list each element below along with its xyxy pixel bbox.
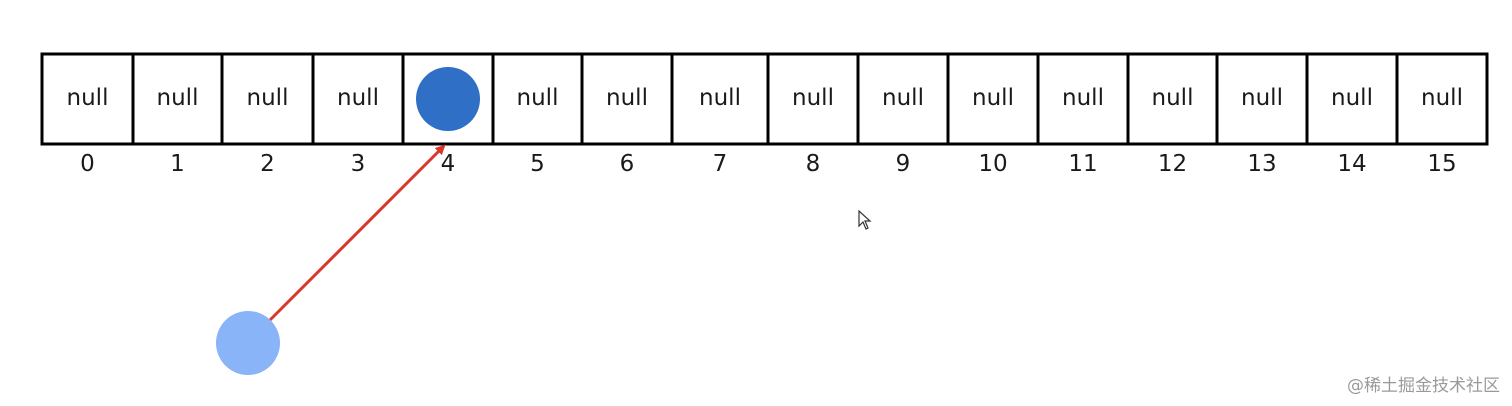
cell-value: null [1062, 85, 1104, 111]
cell-value: null [1241, 85, 1283, 111]
cell-index: 15 [1427, 151, 1456, 177]
cell-index: 2 [260, 151, 275, 177]
cell-value: null [972, 85, 1014, 111]
array-cell [401, 52, 495, 146]
cell-box [580, 52, 674, 146]
cell-box [220, 52, 315, 146]
cell-value: null [1331, 85, 1373, 111]
cell-index: 9 [896, 151, 911, 177]
cell-box [856, 52, 950, 146]
array-cell: null [1036, 52, 1130, 146]
cell-index: 14 [1337, 151, 1366, 177]
array-cell: null [40, 52, 135, 146]
cell-value: null [337, 85, 379, 111]
cell-index: 6 [620, 151, 635, 177]
cell-value: null [247, 85, 289, 111]
array-cell: null [856, 52, 950, 146]
cell-box [1215, 52, 1309, 146]
array-cell: null [220, 52, 315, 146]
cell-index: 1 [170, 151, 185, 177]
cell-value: null [1152, 85, 1194, 111]
cell-index: 8 [806, 151, 821, 177]
cell-box [1395, 52, 1489, 146]
cell-box [491, 52, 584, 146]
array-cell: null [1395, 52, 1489, 146]
array-cell: null [670, 52, 770, 146]
mouse-pointer-icon [858, 210, 872, 230]
array-cell: null [580, 52, 674, 146]
stored-node [416, 67, 480, 131]
cell-index: 3 [351, 151, 366, 177]
cell-index: 12 [1158, 151, 1187, 177]
cell-box [670, 52, 770, 146]
insert-arrow [268, 144, 446, 322]
array-cell: null [946, 52, 1040, 146]
cell-value: null [517, 85, 559, 111]
cell-value: null [699, 85, 741, 111]
cell-value: null [1421, 85, 1463, 111]
cell-index: 13 [1247, 151, 1276, 177]
cell-value: null [882, 85, 924, 111]
cell-box [1126, 52, 1219, 146]
array-cell: null [766, 52, 860, 146]
cell-index: 11 [1068, 151, 1097, 177]
cell-box [131, 52, 224, 146]
watermark: @稀土掘金技术社区 [1347, 376, 1500, 396]
cell-index: 10 [978, 151, 1007, 177]
cell-box [1036, 52, 1130, 146]
cell-index: 4 [441, 151, 456, 177]
cell-value: null [67, 85, 109, 111]
cell-value: null [157, 85, 199, 111]
array-cell: null [1305, 52, 1399, 146]
array-cells: null null null null null null null null null null… [40, 52, 1489, 146]
array-cell: null [1215, 52, 1309, 146]
cell-box [40, 52, 135, 146]
array-cell: null [311, 52, 405, 146]
cell-value: null [792, 85, 834, 111]
incoming-node [216, 311, 280, 375]
cell-value: null [606, 85, 648, 111]
cell-box [766, 52, 860, 146]
cell-index: 5 [530, 151, 545, 177]
array-cell: null [131, 52, 224, 146]
cell-index: 0 [80, 151, 95, 177]
array-cell: null [491, 52, 584, 146]
array-cell: null [1126, 52, 1219, 146]
cell-index: 7 [713, 151, 728, 177]
